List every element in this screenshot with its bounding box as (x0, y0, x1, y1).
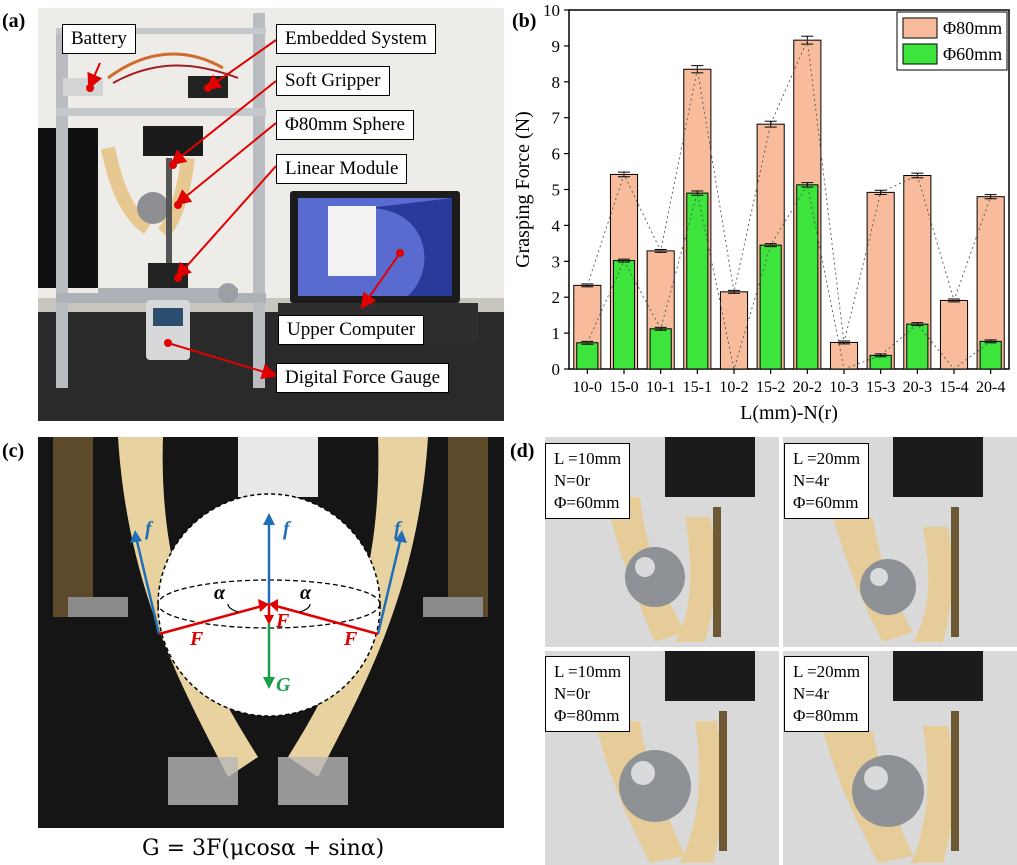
y-tick-label: 0 (552, 360, 561, 379)
condition-length: L =20mm (793, 449, 861, 468)
bar-80mm (866, 191, 895, 370)
force-label-G: G (276, 674, 291, 696)
condition-box-4: L =20mm N=4r Φ=80mm (784, 656, 870, 732)
force-label-F-right: F (344, 628, 358, 650)
legend-label: Φ80mm (943, 18, 1002, 38)
panel-d-label: (d) (510, 440, 535, 462)
condition-length: L =10mm (554, 662, 622, 681)
y-tick-label: 4 (552, 216, 561, 235)
x-tick-label: 10-1 (646, 379, 675, 396)
callout-linear-module: Linear Module (276, 154, 408, 184)
x-tick-label: 10-2 (719, 379, 748, 396)
x-tick-label: 15-0 (609, 379, 638, 396)
callout-sphere: Φ80mm Sphere (276, 110, 414, 140)
callout-digital-force-gauge: Digital Force Gauge (276, 363, 450, 393)
y-tick-label: 2 (552, 288, 561, 307)
lab-setup-photo (38, 8, 504, 421)
x-tick-label: 10-3 (829, 379, 858, 396)
bar-80mm (719, 291, 749, 370)
y-tick-label: 7 (552, 109, 561, 128)
bar-60mm (759, 244, 782, 370)
panel-b-label: (b) (512, 10, 537, 32)
condition-diameter: Φ=80mm (554, 706, 620, 725)
legend-swatch (902, 43, 938, 65)
condition-box-2: L =20mm N=4r Φ=60mm (784, 443, 870, 519)
force-label-f-right: f (394, 518, 401, 540)
force-diagram (38, 437, 504, 828)
angle-label-alpha-left: α (214, 582, 226, 604)
panel-a-label: (a) (2, 10, 26, 32)
legend-swatch (902, 17, 938, 39)
y-tick-label: 9 (552, 37, 561, 56)
equilibrium-equation: G = 3F(μcosα + sinα) (142, 836, 385, 861)
callout-upper-computer: Upper Computer (278, 315, 425, 345)
bar-60mm (906, 323, 929, 370)
x-tick-label: 15-1 (683, 379, 712, 396)
bar-60mm (649, 328, 672, 370)
y-axis-label: Grasping Force (N) (512, 111, 534, 268)
x-tick-label: 15-2 (756, 379, 785, 396)
bar-80mm (939, 299, 969, 370)
angle-label-alpha-right: α (300, 582, 312, 604)
force-label-f-center: f (283, 518, 290, 540)
callout-arrows (86, 39, 404, 380)
bar-60mm (979, 340, 1002, 370)
y-tick-label: 5 (552, 181, 561, 200)
callout-soft-gripper: Soft Gripper (276, 66, 390, 96)
y-tick-label: 6 (552, 145, 561, 164)
x-tick-label: 10-0 (573, 379, 602, 396)
condition-diameter: Φ=60mm (793, 493, 859, 512)
condition-rotations: N=0r (554, 471, 591, 490)
callout-embedded-system: Embedded System (276, 24, 436, 54)
force-label-F-left: F (190, 628, 204, 650)
x-tick-label: 15-4 (939, 379, 968, 396)
x-tick-label: 15-3 (866, 379, 895, 396)
force-label-F-center: F (276, 610, 290, 632)
grasp-photo-4 (783, 651, 1017, 865)
bar-60mm (612, 260, 636, 370)
trend-line-80mm (586, 38, 992, 343)
callout-battery: Battery (62, 24, 136, 54)
condition-rotations: N=0r (554, 684, 591, 703)
gripper-force-photo (38, 437, 504, 828)
condition-diameter: Φ=80mm (793, 706, 859, 725)
condition-rotations: N=4r (793, 471, 830, 490)
condition-length: L =20mm (793, 662, 861, 681)
x-tick-label: 20-2 (793, 379, 822, 396)
panel-c-label: (c) (2, 440, 25, 462)
y-tick-label: 3 (552, 252, 561, 271)
condition-box-3: L =10mm N=0r Φ=80mm (545, 656, 631, 732)
bar-60mm (869, 354, 892, 370)
y-tick-label: 8 (552, 73, 561, 92)
condition-diameter: Φ=60mm (554, 493, 620, 512)
condition-length: L =10mm (554, 449, 622, 468)
bar-60mm (796, 184, 819, 370)
bar-60mm (576, 342, 599, 370)
condition-rotations: N=4r (793, 684, 830, 703)
lab-setup-illustration (38, 8, 504, 421)
condition-box-1: L =10mm N=0r Φ=60mm (545, 443, 631, 519)
x-tick-label: 20-3 (903, 379, 932, 396)
x-tick-label: 20-4 (976, 379, 1005, 396)
legend-label: Φ60mm (943, 44, 1002, 64)
x-axis-label: L(mm)-N(r) (740, 402, 838, 424)
y-tick-label: 1 (552, 324, 561, 343)
force-label-f-left: f (145, 518, 152, 540)
y-tick-label: 10 (543, 1, 560, 20)
